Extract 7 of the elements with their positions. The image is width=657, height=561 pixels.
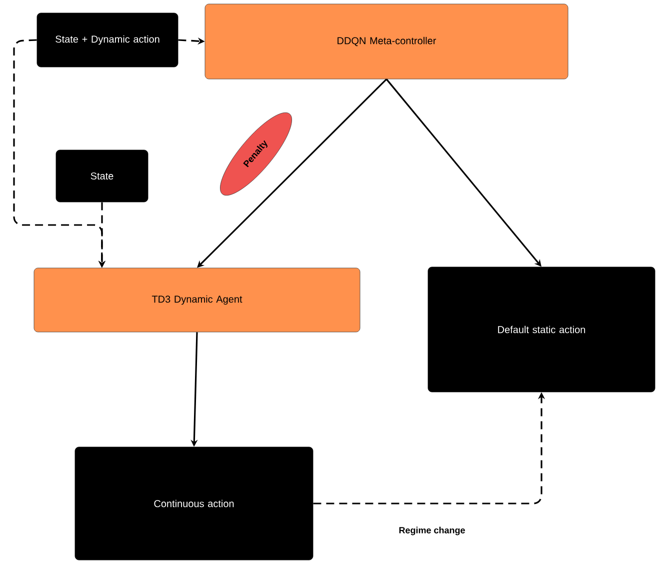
edge-label: Regime change	[396, 524, 468, 538]
process-box: TD3 Dynamic Agent	[34, 268, 360, 332]
process-box: DDQN Meta-controller	[204, 4, 568, 80]
input-box: State + Dynamic action	[36, 12, 178, 68]
action-box: Continuous action	[74, 446, 314, 560]
input-box: State	[56, 150, 148, 202]
action-box: Default static action	[428, 266, 656, 392]
